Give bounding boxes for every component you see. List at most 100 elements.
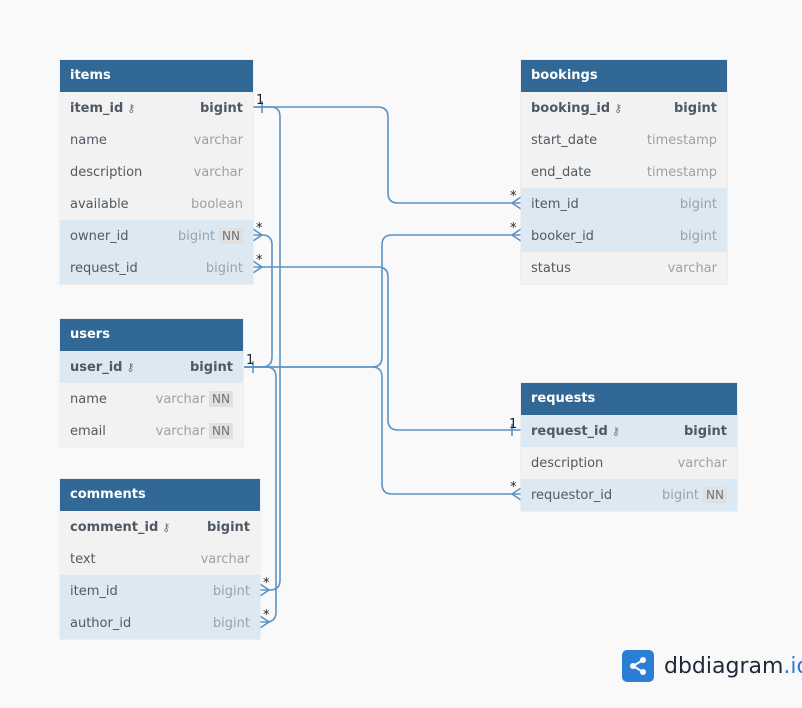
card-bookings-item-id-many: * — [510, 189, 517, 204]
share-nodes-icon — [622, 650, 654, 682]
field-row-request-id[interactable]: request_id⚷ bigint — [521, 415, 737, 447]
field-type: bigint — [212, 615, 250, 631]
field-row-item-id[interactable]: item_id bigint — [521, 188, 727, 220]
field-type: timestamp — [646, 132, 717, 148]
field-type: varchar — [200, 551, 250, 567]
card-requests-request-id-one: 1 — [509, 417, 517, 432]
field-row-end-date[interactable]: end_date timestamp — [521, 156, 727, 188]
field-row-name[interactable]: name varchar NN — [60, 383, 243, 415]
field-name: booking_id⚷ — [531, 100, 623, 116]
crow-foot-markers — [252, 196, 522, 629]
field-name: requestor_id — [531, 487, 613, 503]
one-markers — [252, 101, 513, 436]
field-type: bigint — [190, 359, 233, 375]
field-name: owner_id — [70, 228, 129, 244]
table-requests[interactable]: requests request_id⚷ bigint description … — [521, 383, 737, 511]
field-type: bigint — [205, 260, 243, 276]
field-row-user-id[interactable]: user_id⚷ bigint — [60, 351, 243, 383]
key-icon: ⚷ — [611, 424, 620, 438]
field-row-author-id[interactable]: author_id bigint — [60, 607, 260, 639]
not-null-badge: NN — [703, 487, 727, 503]
field-name: status — [531, 260, 571, 276]
field-name: item_id — [531, 196, 579, 212]
edge-users-bookings-booker — [244, 234, 521, 368]
brand-name: dbdiagram.io — [664, 653, 802, 679]
field-row-description[interactable]: description varchar — [521, 447, 737, 479]
field-type: bigint — [674, 100, 717, 116]
field-row-item-id[interactable]: item_id bigint — [60, 575, 260, 607]
field-name: description — [70, 164, 143, 180]
field-name: item_id⚷ — [70, 100, 136, 116]
card-items-request-id-many: * — [256, 253, 263, 268]
dbdiagram-logo[interactable]: dbdiagram.io — [622, 650, 802, 682]
field-row-text[interactable]: text varchar — [60, 543, 260, 575]
field-name: item_id — [70, 583, 118, 599]
field-row-booking-id[interactable]: booking_id⚷ bigint — [521, 92, 727, 124]
table-header-items[interactable]: items — [60, 60, 253, 92]
field-type: timestamp — [646, 164, 717, 180]
field-type: varchar — [677, 455, 727, 471]
card-items-item-id-one: 1 — [256, 93, 264, 108]
field-name: booker_id — [531, 228, 594, 244]
field-type: varchar — [193, 164, 243, 180]
edge-users-comments-author — [244, 366, 277, 623]
edge-items-bookings-item — [253, 106, 521, 204]
field-row-owner-id[interactable]: owner_id bigint NN — [60, 220, 253, 252]
field-type: bigint — [177, 228, 216, 244]
field-row-email[interactable]: email varchar NN — [60, 415, 243, 447]
field-type: bigint — [200, 100, 243, 116]
edge-items-comments-item — [253, 106, 281, 591]
key-icon: ⚷ — [126, 360, 135, 374]
field-row-comment-id[interactable]: comment_id⚷ bigint — [60, 511, 260, 543]
card-items-owner-id-many: * — [256, 221, 263, 236]
field-name: available — [70, 196, 129, 212]
table-comments[interactable]: comments comment_id⚷ bigint text varchar… — [60, 479, 260, 639]
key-icon: ⚷ — [162, 520, 171, 534]
field-name: description — [531, 455, 604, 471]
key-icon: ⚷ — [614, 101, 623, 115]
table-bookings[interactable]: bookings booking_id⚷ bigint start_date t… — [521, 60, 727, 284]
field-type: varchar — [667, 260, 717, 276]
field-row-start-date[interactable]: start_date timestamp — [521, 124, 727, 156]
table-items[interactable]: items item_id⚷ bigint name varchar descr… — [60, 60, 253, 284]
key-icon: ⚷ — [127, 101, 136, 115]
card-comments-item-id-many: * — [263, 576, 270, 591]
card-requests-requestor-id-many: * — [510, 480, 517, 495]
table-header-comments[interactable]: comments — [60, 479, 260, 511]
field-name: comment_id⚷ — [70, 519, 171, 535]
edge-requests-items-request — [253, 266, 521, 431]
field-name: request_id⚷ — [531, 423, 620, 439]
field-name: end_date — [531, 164, 592, 180]
field-name: request_id — [70, 260, 138, 276]
field-type: bigint — [212, 583, 250, 599]
field-type: bigint — [684, 423, 727, 439]
field-name: user_id⚷ — [70, 359, 135, 375]
field-name: name — [70, 391, 107, 407]
table-header-users[interactable]: users — [60, 319, 243, 351]
field-type: bigint — [207, 519, 250, 535]
field-type: boolean — [191, 196, 243, 212]
field-row-description[interactable]: description varchar — [60, 156, 253, 188]
field-type: bigint — [679, 228, 717, 244]
card-bookings-booker-id-many: * — [510, 221, 517, 236]
table-header-requests[interactable]: requests — [521, 383, 737, 415]
card-comments-author-id-many: * — [263, 608, 270, 623]
table-header-bookings[interactable]: bookings — [521, 60, 727, 92]
table-users[interactable]: users user_id⚷ bigint name varchar NN em… — [60, 319, 243, 447]
field-row-booker-id[interactable]: booker_id bigint — [521, 220, 727, 252]
field-row-item-id[interactable]: item_id⚷ bigint — [60, 92, 253, 124]
field-type: varchar — [193, 132, 243, 148]
field-row-name[interactable]: name varchar — [60, 124, 253, 156]
edge-users-requests-requestor — [244, 366, 521, 495]
field-row-request-id[interactable]: request_id bigint — [60, 252, 253, 284]
not-null-badge: NN — [209, 391, 233, 407]
card-users-user-id-one: 1 — [246, 353, 254, 368]
field-row-available[interactable]: available boolean — [60, 188, 253, 220]
not-null-badge: NN — [219, 228, 243, 244]
field-type: bigint — [661, 487, 700, 503]
field-row-status[interactable]: status varchar — [521, 252, 727, 284]
field-row-requestor-id[interactable]: requestor_id bigint NN — [521, 479, 737, 511]
field-name: name — [70, 132, 107, 148]
field-name: author_id — [70, 615, 132, 631]
